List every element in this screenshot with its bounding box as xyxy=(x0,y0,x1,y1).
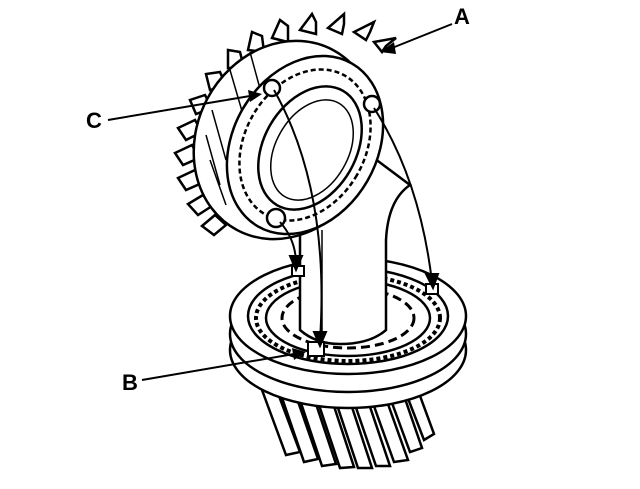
label-c: C xyxy=(86,108,102,133)
hub-inner-splines xyxy=(280,286,416,350)
label-b: B xyxy=(122,370,138,395)
synchro-teeth-ring xyxy=(254,273,442,363)
callout-c: C xyxy=(86,90,262,133)
arrow-right-lug-to-key xyxy=(373,107,433,283)
callout-a: A xyxy=(380,4,470,54)
alignment-arrows xyxy=(273,89,440,349)
ring-lug-right xyxy=(362,94,382,114)
upper-gear-stripes xyxy=(205,51,263,206)
blocking-ring-teeth xyxy=(238,68,372,222)
callout-b: B xyxy=(122,348,306,395)
arrow-top-lug-to-key xyxy=(273,89,323,341)
upper-gear xyxy=(173,11,397,241)
ring-lug-top xyxy=(262,78,282,98)
label-a: A xyxy=(454,4,470,29)
